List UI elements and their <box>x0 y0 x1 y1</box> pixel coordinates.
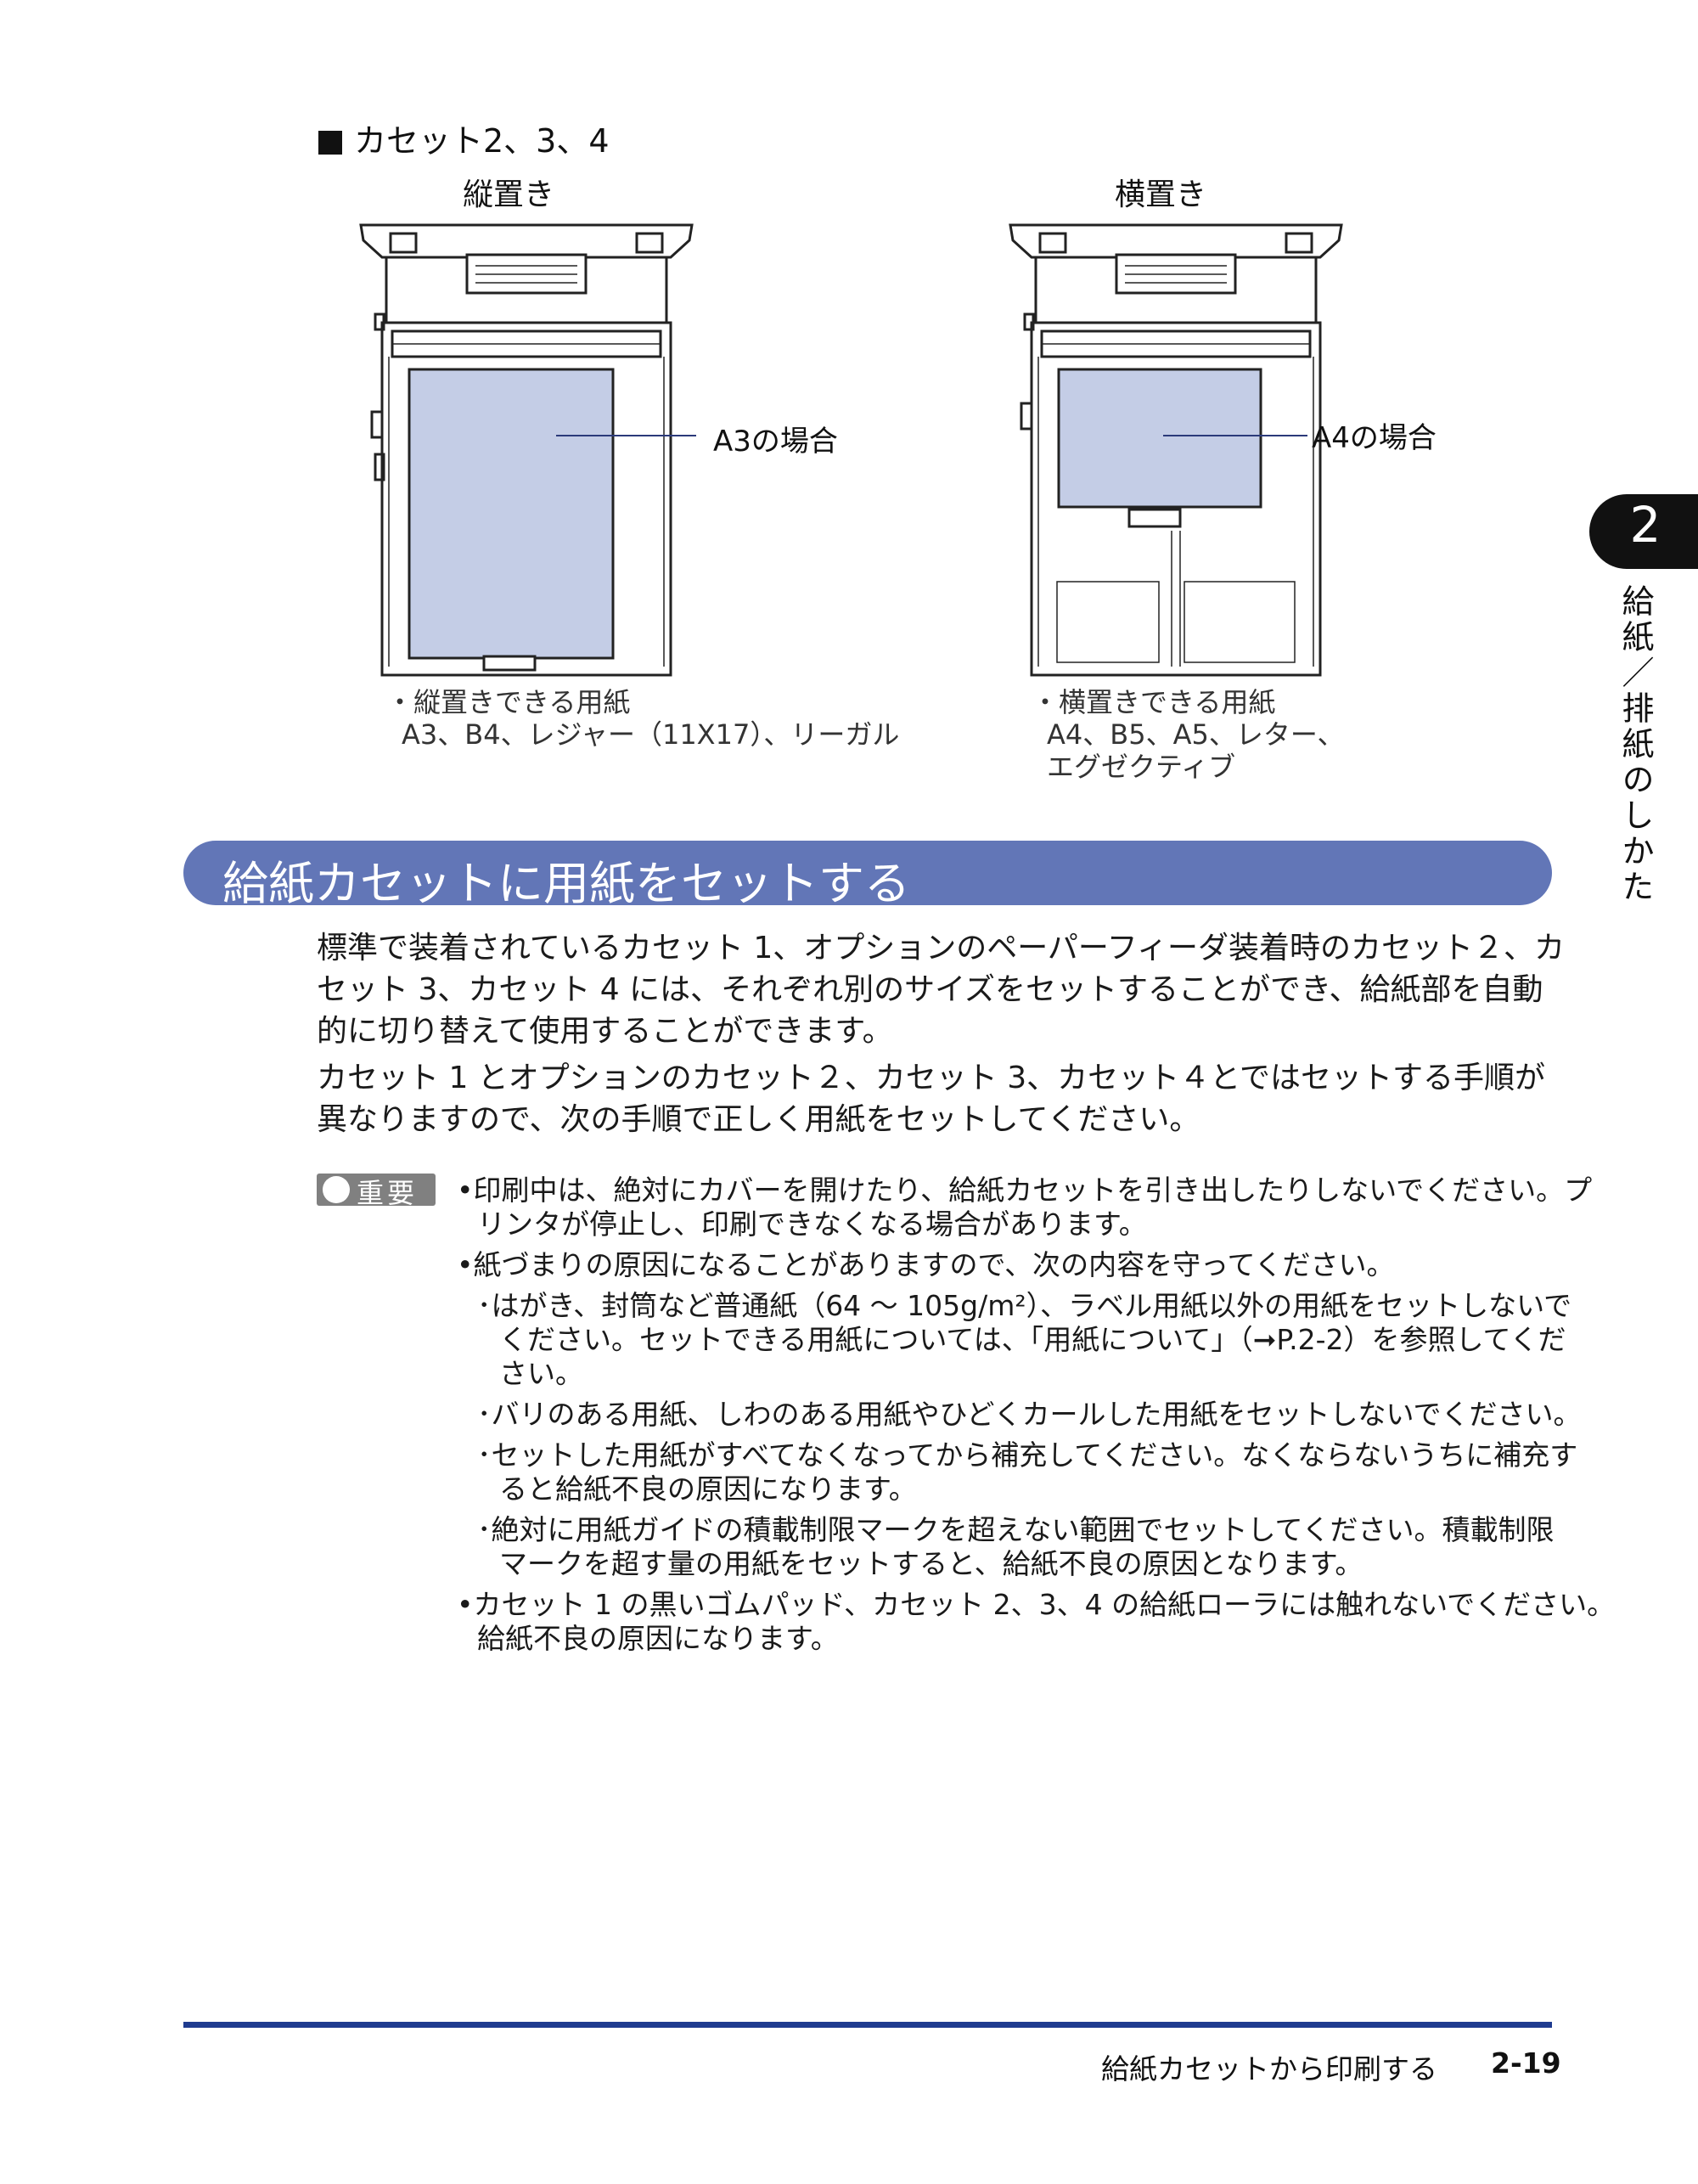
landscape-note-line: エグゼクティブ <box>1047 751 1236 783</box>
page-number: 2-19 <box>1491 2046 1561 2080</box>
note-line: •カセット 1 の黒いゴムパッド、カセット 2、3、4 の給紙ローラには触れない… <box>457 1588 1616 1621</box>
landscape-note-line: ・横置きできる用紙 <box>1032 686 1276 718</box>
note-line: ･バリのある用紙、しわのある用紙やひどくカールした用紙をセットしないでください。 <box>477 1398 1582 1431</box>
chapter-title: 給紙／排紙のしかた <box>1616 584 1654 905</box>
important-notes: •印刷中は、絶対にカバーを開けたり、給紙カセットを引き出したりしないでください。… <box>457 1174 1616 1656</box>
square-bullet-icon <box>318 131 342 155</box>
chapter-number: 2 <box>1629 496 1661 554</box>
note-line: ください。セットできる用紙については、「用紙について」（➞P.2-2）を参照して… <box>499 1323 1566 1356</box>
body-line: 標準で装着されているカセット 1、オプションのペーパーフィーダ装着時のカセット２… <box>317 931 1566 965</box>
section-subheading: カセット2、3、4 <box>318 115 610 161</box>
body-paragraph: カセット 1 とオプションのカセット２、カセット 3、カセット４とではセットする… <box>317 1057 1552 1140</box>
a3-callout: A3の場合 <box>713 425 838 459</box>
note-line: •印刷中は、絶対にカバーを開けたり、給紙カセットを引き出したりしないでください。… <box>457 1174 1593 1207</box>
section-title-bar <box>183 841 1552 905</box>
subheading-text: カセット2、3、4 <box>354 122 610 160</box>
body-line: 異なりますので、次の手順で正しく用紙をセットしてください。 <box>317 1102 1200 1137</box>
a4-paper-shape <box>1057 368 1262 509</box>
important-badge-label: 重要 <box>357 1177 419 1209</box>
hand-stop-icon <box>323 1176 350 1203</box>
portrait-paper-note: ・縦置きできる用紙 A3、B4、レジャー（11X17）、リーガル <box>386 686 899 751</box>
note-line: ･絶対に用紙ガイドの積載制限マークを超えない範囲でセットしてください。積載制限 <box>477 1513 1555 1546</box>
portrait-cassette-figure <box>359 223 696 677</box>
note-line: さい。 <box>499 1357 583 1390</box>
note-line: リンタが停止し、印刷できなくなる場合があります。 <box>477 1207 1147 1241</box>
portrait-note-line: A3、B4、レジャー（11X17）、リーガル <box>402 718 900 751</box>
note-line: ･セットした用紙がすべてなくなってから補充してください。なくならないうちに補充す <box>477 1438 1578 1472</box>
note-line: •紙づまりの原因になることがありますので、次の内容を守ってください。 <box>457 1248 1395 1281</box>
footer-title: 給紙カセットから印刷する <box>1101 2052 1437 2085</box>
a4-callout: A4の場合 <box>1312 421 1437 455</box>
landscape-label: 横置き <box>1115 177 1207 212</box>
body-paragraph: 標準で装着されているカセット 1、オプションのペーパーフィーダ装着時のカセット２… <box>317 927 1566 1052</box>
portrait-label: 縦置き <box>463 177 555 212</box>
section-title: 給紙カセットに用紙をセットする <box>222 857 910 910</box>
body-line: 的に切り替えて使用することができます。 <box>317 1014 893 1049</box>
chapter-tab <box>1589 494 1698 569</box>
portrait-note-line: ・縦置きできる用紙 <box>386 686 631 718</box>
landscape-note-line: A4、B5、A5、レター、 <box>1047 718 1345 751</box>
note-line: ると給紙不良の原因になります。 <box>499 1472 917 1506</box>
note-line: 給紙不良の原因になります。 <box>477 1622 839 1655</box>
note-line: マークを超す量の用紙をセットすると、給紙不良の原因となります。 <box>499 1547 1363 1580</box>
body-line: カセット 1 とオプションのカセット２、カセット 3、カセット４とではセットする… <box>317 1061 1546 1095</box>
landscape-paper-note: ・横置きできる用紙 A4、B5、A5、レター、 エグゼクティブ <box>1032 686 1345 783</box>
footer-rule <box>183 2022 1552 2028</box>
body-line: セット 3、カセット 4 には、それぞれ別のサイズをセットすることができ、給紙部… <box>317 972 1543 1007</box>
note-line: ･はがき、封筒など普通紙（64 ～ 105g/m²）、ラベル用紙以外の用紙をセッ… <box>477 1289 1572 1322</box>
landscape-cassette-figure <box>1009 223 1343 677</box>
a3-paper-shape <box>408 368 615 660</box>
